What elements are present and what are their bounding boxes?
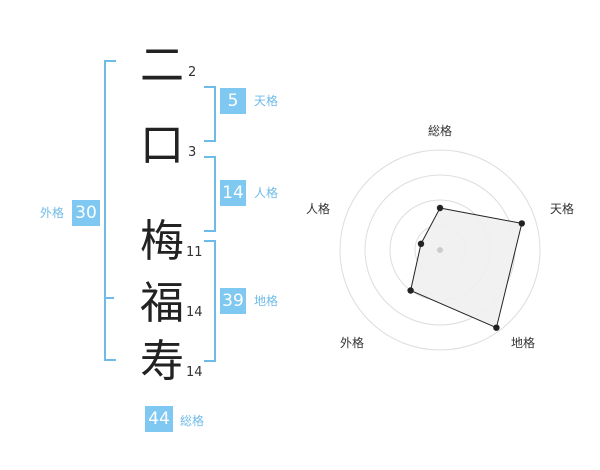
radar-axis-label-jinkaku: 人格	[306, 202, 331, 216]
radar-center-point	[437, 247, 443, 253]
radar-point-1	[518, 220, 525, 227]
kanji-4: 福	[140, 278, 184, 329]
gaikaku-bracket	[104, 60, 116, 361]
stroke-count-3: 11	[186, 245, 203, 260]
gaikaku-label: 外格	[40, 206, 65, 220]
kanji-5: 寿	[140, 336, 184, 387]
chikaku-value: 39	[220, 288, 246, 314]
radar-axis-label-tenkaku: 天格	[550, 202, 575, 216]
stroke-count-5: 14	[186, 365, 203, 380]
soukaku-label: 総格	[180, 414, 205, 428]
kanji-2: 口	[140, 120, 184, 171]
jinkaku-value: 14	[220, 180, 246, 206]
tenkaku-label: 天格	[254, 94, 279, 108]
radar-point-2	[493, 324, 500, 331]
gaikaku-value: 30	[72, 200, 100, 226]
radar-point-4	[417, 240, 425, 247]
radar-point-0	[436, 204, 444, 212]
tenkaku-bracket	[204, 86, 216, 142]
tenkaku-value: 5	[220, 88, 246, 114]
radar-axis-label-gaikaku: 外格	[340, 336, 365, 350]
stroke-count-2: 3	[188, 145, 197, 160]
chikaku-label: 地格	[254, 294, 279, 308]
radar-point-3	[407, 287, 414, 294]
radar-axis-label-chikaku: 地格	[511, 336, 536, 350]
soukaku-value: 44	[145, 406, 173, 432]
stroke-count-4: 14	[186, 305, 203, 320]
chikaku-bracket	[204, 240, 216, 362]
kanji-1: 二	[140, 40, 184, 91]
stroke-count-1: 2	[188, 65, 197, 80]
kanji-3: 梅	[140, 216, 184, 267]
radar-series-polygon	[410, 207, 523, 329]
radar-axis-label-soukaku: 総格	[428, 124, 453, 138]
radar-ring-4	[339, 149, 541, 351]
jinkaku-bracket	[204, 156, 216, 232]
jinkaku-label: 人格	[254, 186, 279, 200]
gaikaku-bracket-divider	[104, 297, 114, 299]
radar-chart	[339, 149, 541, 351]
